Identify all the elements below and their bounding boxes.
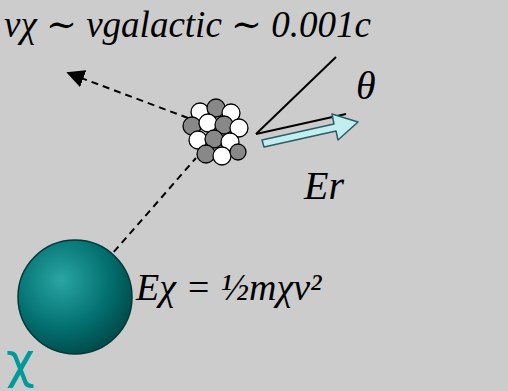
angle-label: θ (356, 66, 376, 106)
nucleus (183, 99, 248, 165)
kinetic-energy-label: Eχ = ½mχv² (136, 268, 322, 306)
recoil-arrow (262, 114, 358, 147)
angle-line (256, 57, 336, 134)
incoming-path (98, 158, 196, 270)
recoil-energy-label: Er (304, 166, 344, 206)
particle-symbol: χ (6, 336, 35, 386)
dark-matter-particle (18, 240, 132, 354)
outgoing-path (68, 73, 188, 118)
velocity-label: vχ ∼ vgalactic ∼ 0.001c (4, 6, 371, 43)
